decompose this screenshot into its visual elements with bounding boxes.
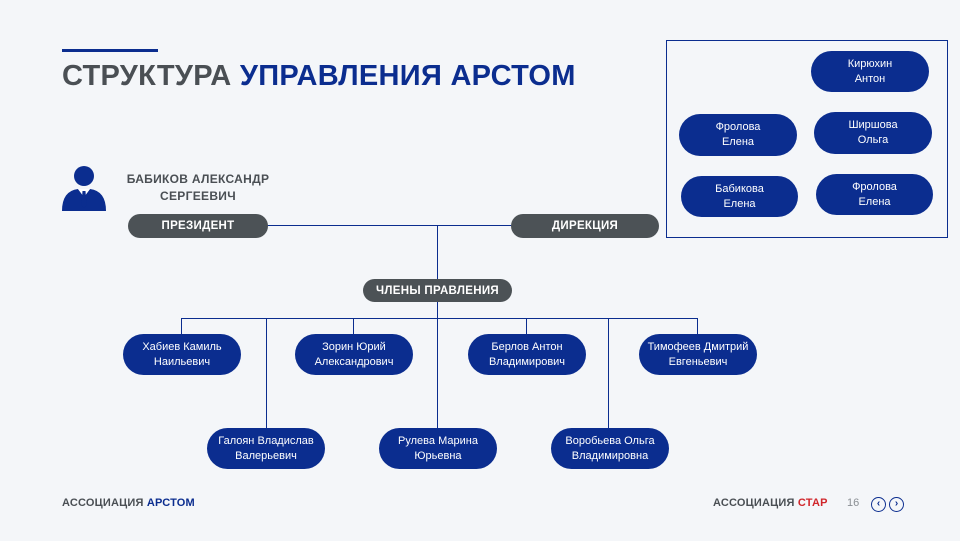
footer-right: АССОЦИАЦИЯ СТАР (713, 497, 828, 509)
direction-member: Фролова Елена (679, 114, 797, 156)
page-number: 16 (847, 497, 860, 509)
title-part2: УПРАВЛЕНИЯ АРСТОМ (239, 60, 576, 92)
direction-box (666, 40, 948, 238)
board-member: Хабиев Камиль Наильевич (123, 334, 241, 375)
connector-trunk (437, 225, 438, 279)
connector-drop-3 (353, 318, 354, 334)
board-member: Рулева Марина Юрьевна (379, 428, 497, 469)
direction-label: ДИРЕКЦИЯ (511, 214, 659, 238)
title-part1: СТРУКТУРА (62, 60, 232, 92)
page-title: СТРУКТУРА УПРАВЛЕНИЯ АРСТОМ (62, 60, 576, 93)
chevron-left-icon[interactable]: ‹ (871, 497, 886, 512)
connector-drop-4 (437, 318, 438, 429)
chevron-right-icon[interactable]: › (889, 497, 904, 512)
connector-drop-7 (697, 318, 698, 334)
president-name: БАБИКОВ АЛЕКСАНДР СЕРГЕЕВИЧ (126, 172, 270, 203)
connector-board-stem (437, 302, 438, 318)
connector-board-horizontal (181, 318, 697, 319)
connector-drop-5 (526, 318, 527, 334)
board-member: Берлов Антон Владимирович (468, 334, 586, 375)
board-label: ЧЛЕНЫ ПРАВЛЕНИЯ (363, 279, 512, 302)
connector-president-direction (267, 225, 513, 226)
direction-member: Ширшова Ольга (814, 112, 932, 154)
businessman-icon (62, 166, 106, 211)
direction-member: Фролова Елена (816, 174, 933, 215)
footer-right-b: СТАР (797, 497, 828, 509)
board-member: Тимофеев Дмитрий Евгеньевич (639, 334, 757, 375)
footer-left-b: АРСТОМ (146, 497, 195, 509)
connector-drop-6 (608, 318, 609, 429)
connector-drop-1 (181, 318, 182, 334)
board-member: Зорин Юрий Александрович (295, 334, 413, 375)
footer-right-a: АССОЦИАЦИЯ (713, 497, 795, 509)
footer-left: АССОЦИАЦИЯ АРСТОМ (62, 497, 195, 509)
president-label: ПРЕЗИДЕНТ (128, 214, 268, 238)
connector-drop-2 (266, 318, 267, 429)
direction-member: Кирюхин Антон (811, 51, 929, 92)
board-member: Воробьева Ольга Владимировна (551, 428, 669, 469)
title-accent-bar (62, 49, 158, 52)
footer-left-a: АССОЦИАЦИЯ (62, 497, 144, 509)
board-member: Галоян Владислав Валерьевич (207, 428, 325, 469)
direction-member: Бабикова Елена (681, 176, 798, 217)
